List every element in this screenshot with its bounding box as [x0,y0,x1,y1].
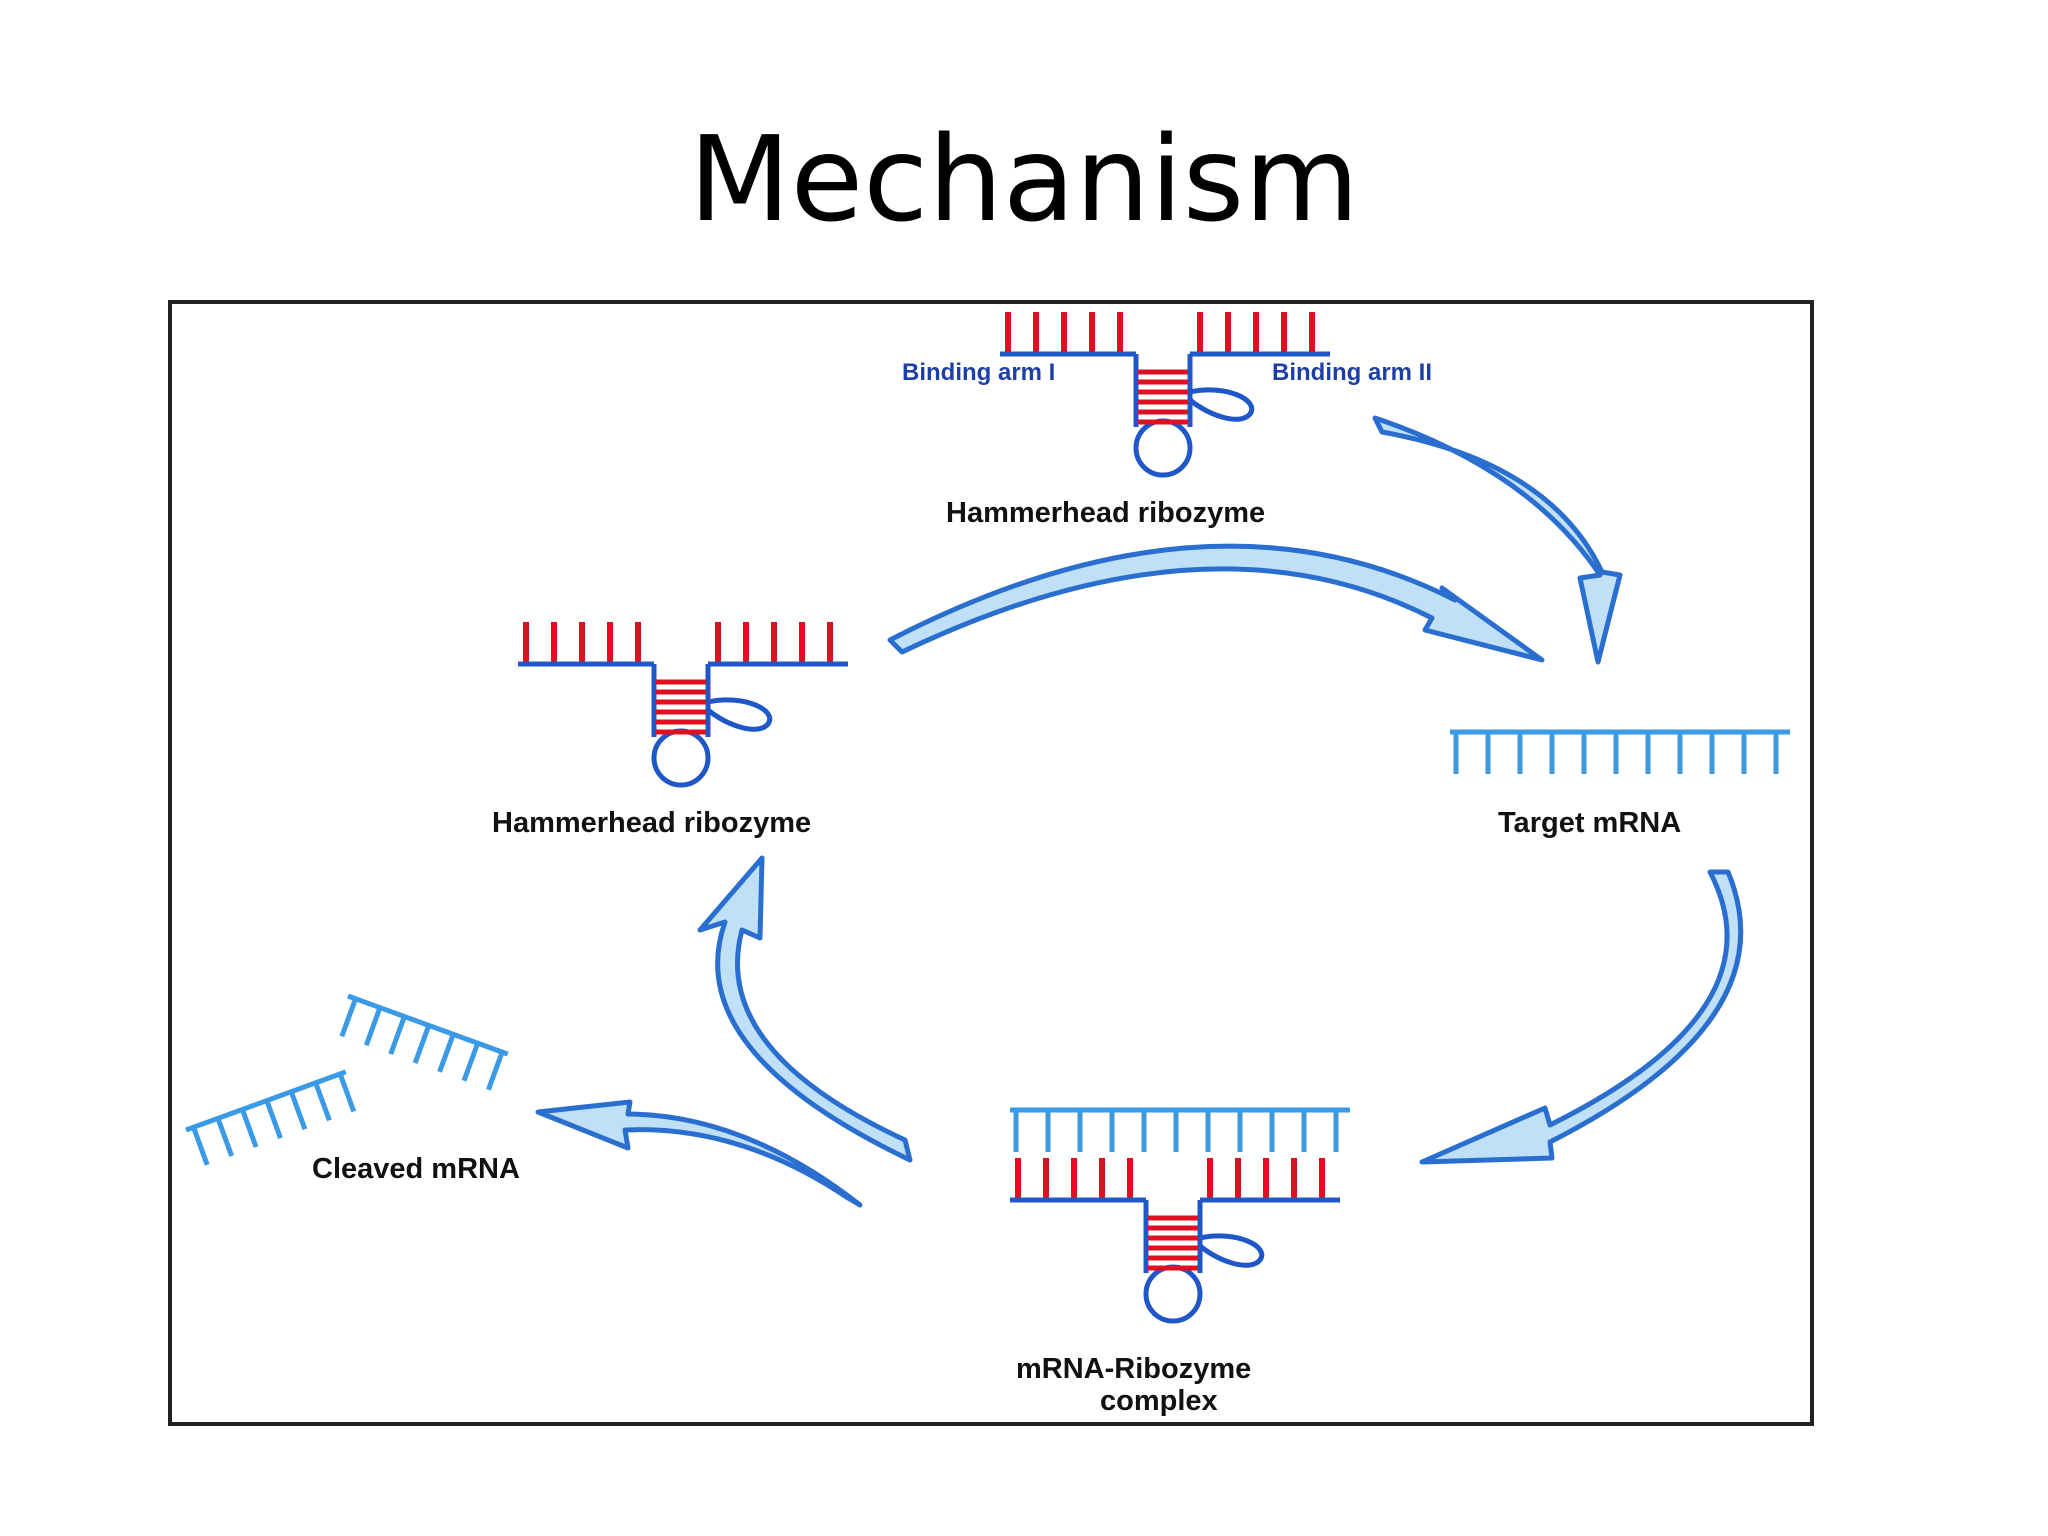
complex-label-line2: complex [1100,1385,1218,1417]
arrow-complex-to-ribozyme [697,855,913,1163]
complex-label-line1: mRNA-Ribozyme [1016,1353,1251,1385]
diagram-frame [168,300,1814,1426]
mrna-ribozyme-complex [1010,1110,1350,1321]
ribozyme-left [518,622,848,785]
arrow-top-ribozyme-to-target [1372,415,1623,665]
ribozyme-left-label: Hammerhead ribozyme [492,807,811,839]
slide-title: Mechanism [688,110,1360,248]
binding-arm-2-label: Binding arm II [1272,359,1432,386]
ribozyme-top-label: Hammerhead ribozyme [946,497,1265,529]
target-mrna-label: Target mRNA [1498,807,1681,839]
binding-arm-1-label: Binding arm I [902,359,1055,386]
arrow-target-to-complex [1419,869,1744,1165]
arrow-ribozyme-to-target [887,543,1545,663]
target-mrna [1450,732,1790,774]
arrow-complex-to-cleaved [535,1099,863,1208]
cleaved-mrna-label: Cleaved mRNA [312,1153,520,1185]
ribozyme-top [1000,312,1330,475]
cleaved-mrna-fragment-1 [334,996,507,1092]
